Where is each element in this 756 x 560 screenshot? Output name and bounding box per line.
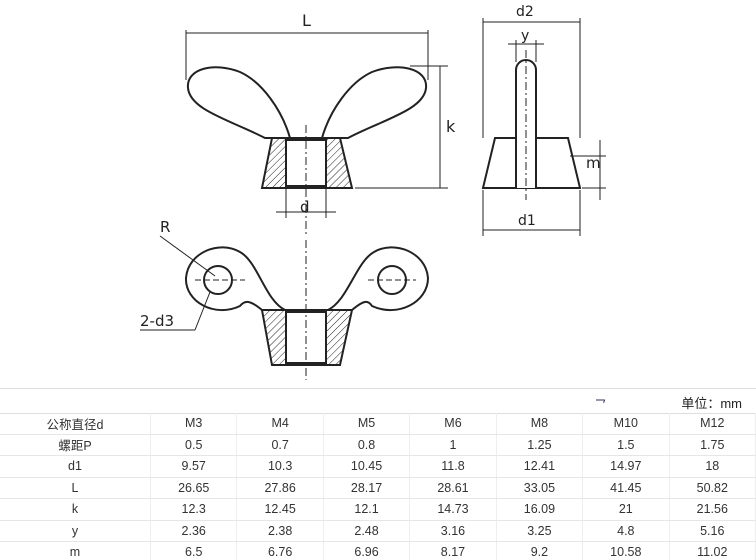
label-d1: d1	[518, 213, 536, 229]
table-cell: 0.8	[323, 434, 411, 456]
table-cell: 5.16	[669, 520, 756, 542]
table-cell: 9.2	[496, 541, 584, 560]
table-cell: 2.38	[236, 520, 324, 542]
header-cell: 公称直径d	[0, 413, 151, 435]
table-cell: 1.75	[669, 434, 756, 456]
table-cell: 16.09	[496, 498, 584, 521]
table-cell: 11.8	[409, 455, 497, 478]
header-cell: M6	[409, 413, 497, 435]
side-view	[481, 18, 606, 236]
header-cell: M12	[669, 413, 756, 435]
table-cell: 6.96	[323, 541, 411, 560]
technical-drawing: L k d d2 y m d1 R 2-d3	[140, 4, 606, 380]
table-cell: 0.7	[236, 434, 324, 456]
table-cell: 10.45	[323, 455, 411, 478]
table-cell: 27.86	[236, 477, 324, 499]
header-cell: M4	[236, 413, 324, 435]
table-cell: 21.56	[669, 498, 756, 521]
header-cell: M5	[323, 413, 411, 435]
unit-row: ㇖ 单位：mm	[0, 388, 756, 414]
front-view	[186, 66, 428, 189]
header-cell: M10	[582, 413, 670, 435]
table-cell: L	[0, 477, 151, 499]
table-cell: 21	[582, 498, 670, 521]
table-cell: 12.3	[150, 498, 238, 521]
table-cell: 螺距P	[0, 434, 151, 456]
label-R: R	[160, 218, 170, 236]
table-cell: 8.17	[409, 541, 497, 560]
header-cell: M3	[150, 413, 238, 435]
table-cell: 3.25	[496, 520, 584, 542]
table-cell: 6.76	[236, 541, 324, 560]
table-cell: 41.45	[582, 477, 670, 499]
table-cell: 11.02	[669, 541, 756, 560]
label-m: m	[586, 154, 601, 172]
table-cell: 9.57	[150, 455, 238, 478]
label-2-d3: 2-d3	[140, 312, 174, 330]
header-cell: M8	[496, 413, 584, 435]
table-cell: 4.8	[582, 520, 670, 542]
label-k: k	[446, 117, 456, 136]
top-view	[140, 235, 430, 380]
table-cell: 12.1	[323, 498, 411, 521]
label-d: d	[300, 198, 310, 216]
table-cell: 33.05	[496, 477, 584, 499]
table-cell: 18	[669, 455, 756, 478]
label-d2: d2	[516, 4, 534, 20]
table-cell: d1	[0, 455, 151, 478]
table-cell: 28.17	[323, 477, 411, 499]
label-y: y	[521, 28, 529, 44]
table-cell: 12.45	[236, 498, 324, 521]
table-cell: 3.16	[409, 520, 497, 542]
mark-glyph: ㇖	[594, 396, 608, 411]
table-cell: 50.82	[669, 477, 756, 499]
table-cell: m	[0, 541, 151, 560]
table-cell: 14.73	[409, 498, 497, 521]
table-cell: 1	[409, 434, 497, 456]
table-header-row: 公称直径d M3 M4 M5 M6 M8 M10 M12	[0, 413, 756, 435]
table-cell: 1.25	[496, 434, 584, 456]
table-cell: 10.3	[236, 455, 324, 478]
table-cell: 26.65	[150, 477, 238, 499]
table-cell: 1.5	[582, 434, 670, 456]
table-cell: k	[0, 498, 151, 521]
dimension-lines	[185, 30, 448, 235]
table-cell: 2.36	[150, 520, 238, 542]
table-cell: 6.5	[150, 541, 238, 560]
table-cell: 12.41	[496, 455, 584, 478]
table-cell: 14.97	[582, 455, 670, 478]
table-cell: 0.5	[150, 434, 238, 456]
table-cell: 28.61	[409, 477, 497, 499]
unit-label: 单位：mm	[681, 396, 742, 411]
table-cell: 2.48	[323, 520, 411, 542]
table-cell: 10.58	[582, 541, 670, 560]
label-L: L	[302, 11, 311, 30]
table-cell: y	[0, 520, 151, 542]
